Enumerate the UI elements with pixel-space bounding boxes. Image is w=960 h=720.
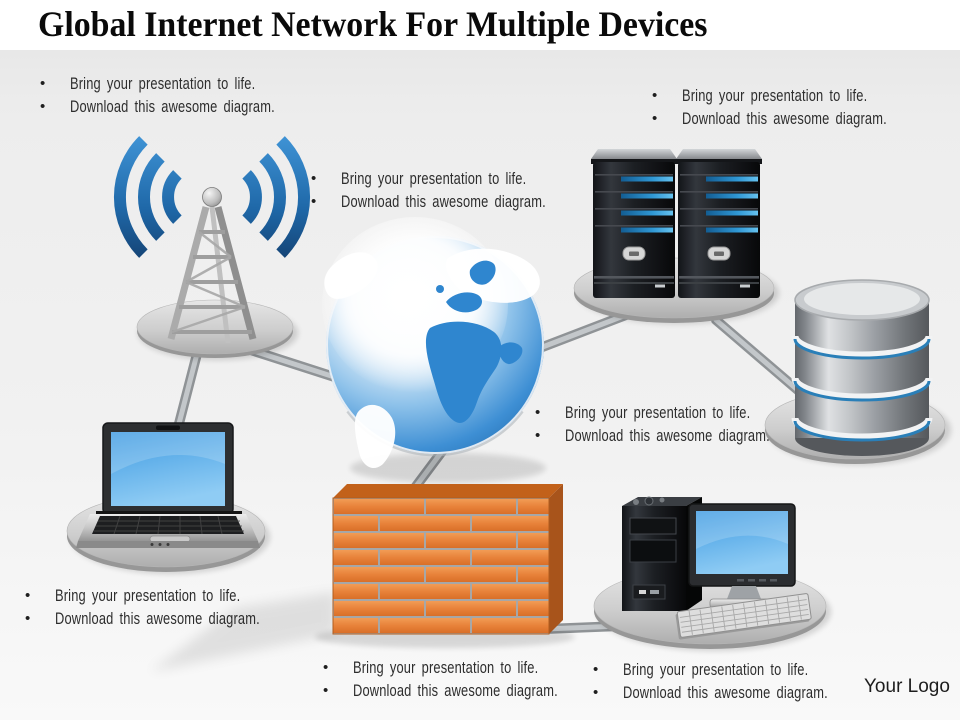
bullet-dot: • bbox=[535, 404, 541, 421]
bullet-text: Download this awesome diagram. bbox=[353, 681, 558, 700]
bullet-text: Download this awesome diagram. bbox=[682, 109, 887, 128]
bullet-line: • Bring your presentation to life. bbox=[323, 658, 616, 681]
logo-placeholder: Your Logo bbox=[864, 676, 950, 697]
title-bar: Global Internet Network For Multiple Dev… bbox=[0, 0, 960, 50]
text-block-bottom-right: • Bring your presentation to life. • Downl… bbox=[593, 660, 886, 705]
bullet-dot: • bbox=[25, 587, 31, 604]
bullet-line: • Download this awesome diagram. bbox=[535, 426, 828, 449]
bullet-line: • Download this awesome diagram. bbox=[593, 683, 886, 706]
bullet-dot: • bbox=[593, 683, 599, 701]
bullet-dot: • bbox=[593, 661, 599, 678]
slide-title: Global Internet Network For Multiple Dev… bbox=[38, 4, 708, 44]
bullet-dot: • bbox=[25, 609, 31, 627]
bullet-dot: • bbox=[40, 97, 46, 115]
bullet-text: Bring your presentation to life. bbox=[623, 661, 809, 679]
bullet-text: Bring your presentation to life. bbox=[70, 75, 256, 93]
bullet-line: • Download this awesome diagram. bbox=[311, 192, 604, 215]
lattice-tower bbox=[167, 187, 257, 344]
server-tower-1 bbox=[591, 149, 677, 298]
text-block-top-left: • Bring your presentation to life. • Downl… bbox=[40, 74, 333, 119]
bullet-dot: • bbox=[311, 170, 317, 187]
text-block-bottom-left: • Bring your presentation to life. • Downl… bbox=[25, 586, 318, 631]
bullet-text: Download this awesome diagram. bbox=[70, 97, 275, 116]
bullet-line: • Bring your presentation to life. bbox=[40, 74, 333, 97]
wifi-tower-icon bbox=[114, 136, 310, 344]
desktop-keyboard bbox=[675, 593, 812, 640]
text-block-top-right: • Bring your presentation to life. • Downl… bbox=[652, 86, 945, 131]
bullet-text: Bring your presentation to life. bbox=[565, 404, 751, 422]
bullet-dot: • bbox=[652, 109, 658, 127]
bullet-line: • Bring your presentation to life. bbox=[652, 86, 945, 109]
bullet-dot: • bbox=[311, 192, 317, 210]
wifi-signal-arcs bbox=[114, 136, 310, 258]
bullet-text: Download this awesome diagram. bbox=[341, 192, 546, 211]
database-separators bbox=[791, 335, 933, 442]
bullet-line: • Download this awesome diagram. bbox=[652, 109, 945, 132]
bullet-line: • Download this awesome diagram. bbox=[25, 609, 318, 632]
bullet-dot: • bbox=[535, 426, 541, 444]
database-icon bbox=[791, 279, 933, 456]
bullet-text: Bring your presentation to life. bbox=[682, 87, 868, 105]
bullet-line: • Download this awesome diagram. bbox=[323, 681, 616, 704]
bullet-line: • Bring your presentation to life. bbox=[311, 169, 604, 192]
globe-icon bbox=[322, 217, 546, 483]
laptop-icon bbox=[76, 422, 260, 548]
desktop-computer-icon bbox=[622, 496, 812, 640]
bullet-line: • Bring your presentation to life. bbox=[593, 660, 886, 683]
bullet-line: • Bring your presentation to life. bbox=[535, 403, 828, 426]
firewall-brick-wall-icon bbox=[150, 484, 575, 672]
bullet-dot: • bbox=[652, 87, 658, 104]
bullet-dot: • bbox=[40, 75, 46, 92]
connector-servers-database bbox=[711, 315, 805, 397]
bullet-line: • Bring your presentation to life. bbox=[25, 586, 318, 609]
globe-blue-landmasses bbox=[425, 260, 523, 423]
text-block-center-right: • Bring your presentation to life. • Downl… bbox=[535, 403, 828, 448]
bullet-text: Download this awesome diagram. bbox=[623, 683, 828, 702]
text-block-center: • Bring your presentation to life. • Downl… bbox=[311, 169, 604, 214]
bullet-text: Bring your presentation to life. bbox=[353, 659, 539, 677]
text-block-bottom-center: • Bring your presentation to life. • Downl… bbox=[323, 658, 616, 703]
bullet-text: Bring your presentation to life. bbox=[341, 170, 527, 188]
server-tower-2 bbox=[676, 149, 762, 298]
bullet-text: Download this awesome diagram. bbox=[565, 426, 770, 445]
bullet-dot: • bbox=[323, 659, 329, 676]
server-rack-icon bbox=[591, 149, 762, 298]
bullet-text: Download this awesome diagram. bbox=[55, 609, 260, 628]
bullet-dot: • bbox=[323, 681, 329, 699]
bullet-line: • Download this awesome diagram. bbox=[40, 97, 333, 120]
bullet-text: Bring your presentation to life. bbox=[55, 587, 241, 605]
